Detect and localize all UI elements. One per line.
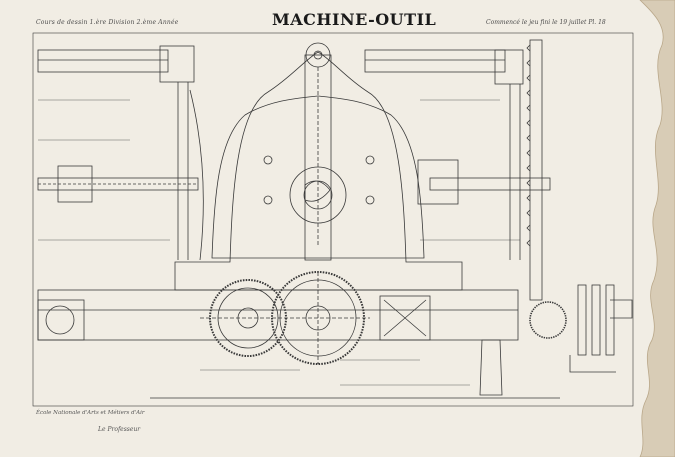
left-bearing [37,299,85,341]
left-carriage [57,165,93,203]
professor-signature: Le Professeur [98,426,141,433]
tube-3 [605,284,615,356]
small-gear [529,301,567,339]
right-bracket [494,49,524,85]
tube-1 [577,284,587,356]
right-carriage [417,159,459,205]
vertical-rack [529,39,543,301]
course-heading: Cours de dessin 1.ère Division 2.ème Ann… [36,19,179,26]
bell-gear [289,166,347,224]
plate-title: MACHINE-OUTIL [272,10,437,29]
bell-frame [174,51,463,291]
date-heading: Commencé le jeu fini le 19 juillet Pl. 1… [486,19,606,26]
left-top-beam [37,49,169,73]
torn-paper-edge [639,0,675,457]
left-curved-arm [189,89,204,261]
drawing-frame [32,32,634,407]
cross-housing [379,295,431,341]
school-stamp: École Nationale d'Arts et Métiers d'Air [36,410,145,416]
right-screw-shaft [429,177,551,191]
tube-2 [591,284,601,356]
central-column [304,54,332,261]
left-bracket [159,45,195,83]
right-leg [479,339,503,396]
right-top-beam [364,49,506,73]
